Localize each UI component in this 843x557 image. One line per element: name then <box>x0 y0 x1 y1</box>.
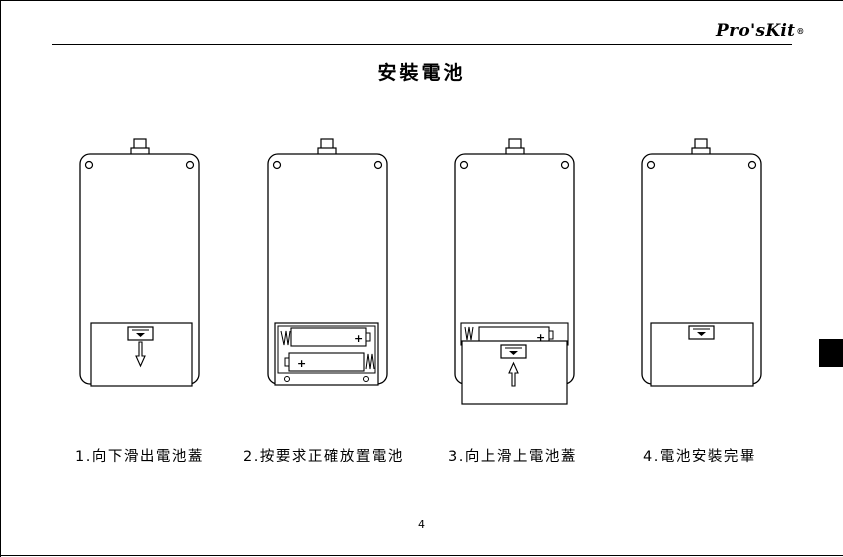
battery-terminal <box>366 333 370 341</box>
top-connector-icon <box>506 139 524 155</box>
device-step-3: + <box>455 139 574 404</box>
step-1-caption: 1.向下滑出電池蓋 <box>75 445 204 466</box>
top-connector-icon <box>692 139 710 155</box>
device-step-2: + + <box>268 139 387 385</box>
device-step-1 <box>80 139 199 386</box>
battery-plus-label: + <box>354 332 363 345</box>
step-4-caption: 4.電池安裝完畢 <box>643 445 756 466</box>
battery-plus-label: + <box>297 357 306 370</box>
top-connector-icon <box>318 139 336 155</box>
section-tab <box>819 339 843 367</box>
step-2-caption: 2.按要求正確放置電池 <box>243 445 404 466</box>
cover-latch-icon <box>501 345 526 358</box>
cover-latch-icon <box>689 326 714 339</box>
battery-terminal <box>285 358 289 366</box>
device-step-4 <box>642 139 761 386</box>
battery-terminal <box>549 331 553 339</box>
step-3-caption: 3.向上滑上電池蓋 <box>448 445 577 466</box>
page-number: 4 <box>0 518 843 531</box>
cover-latch-icon <box>128 327 153 340</box>
top-connector-icon <box>131 139 149 155</box>
